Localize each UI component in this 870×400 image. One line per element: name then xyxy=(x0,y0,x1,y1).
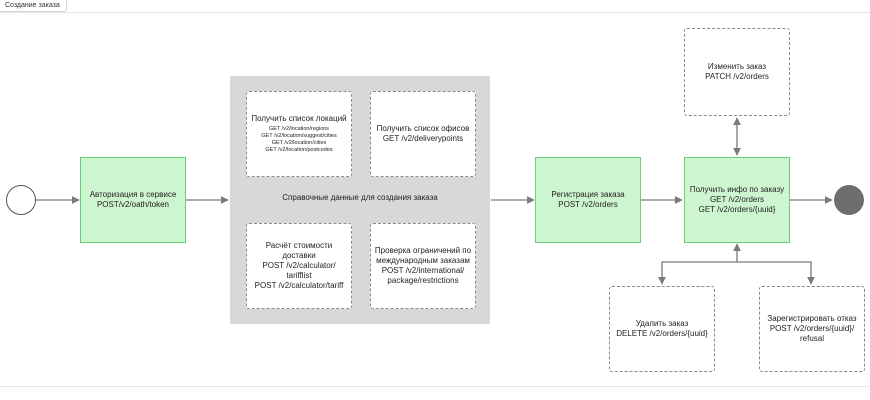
locations-node[interactable]: Получить список локаций GET /v2/location… xyxy=(246,91,352,177)
offices-title: Получить список офисов xyxy=(376,124,470,133)
locations-endpoint: GET /v2/location/suggest/cities xyxy=(261,133,337,139)
end-node xyxy=(834,185,864,215)
edit-order-node[interactable]: Изменить заказ PATCH /v2/orders xyxy=(684,28,790,116)
edge-hub-delete xyxy=(658,261,737,285)
top-bar: Создание заказа xyxy=(0,0,870,13)
locations-endpoint: GET /v2/location/cities xyxy=(271,140,327,146)
start-node xyxy=(6,185,36,215)
frame-title[interactable]: Создание заказа xyxy=(0,0,67,12)
locations-endpoint: GET /v2/location/postcodes xyxy=(265,147,333,153)
locations-endpoint: GET /v2/location/regions xyxy=(268,126,330,132)
register-title: Регистрация заказа xyxy=(551,190,625,199)
intl-endpoint: package/restrictions xyxy=(387,276,459,285)
calculator-endpoint: POST /v2/calculator/ xyxy=(262,261,336,270)
intl-title: Проверка ограничений по xyxy=(374,246,472,255)
auth-endpoint: POST/v2/oath/token xyxy=(96,200,170,209)
info-endpoint: GET /v2/orders/{uuid} xyxy=(698,205,776,214)
intl-endpoint: POST /v2/international/ xyxy=(381,266,465,275)
auth-node[interactable]: Авторизация в сервисе POST/v2/oath/token xyxy=(80,157,186,243)
order-info-node[interactable]: Получить инфо по заказу GET /v2/orders G… xyxy=(684,157,790,243)
info-endpoint: GET /v2/orders xyxy=(709,195,765,204)
locations-title: Получить список локаций xyxy=(251,114,347,123)
intl-title: международным заказам xyxy=(376,256,470,265)
delete-endpoint: DELETE /v2/orders/{uuid} xyxy=(616,329,708,338)
edit-endpoint: PATCH /v2/orders xyxy=(705,72,769,81)
offices-node[interactable]: Получить список офисов GET /v2/deliveryp… xyxy=(370,91,476,177)
intl-restrictions-node[interactable]: Проверка ограничений по международным за… xyxy=(370,223,476,309)
calculator-title: доставки xyxy=(282,251,316,260)
edit-title: Изменить заказ xyxy=(707,62,767,71)
delete-title: Удалить заказ xyxy=(635,319,689,328)
calculator-node[interactable]: Расчёт стоимости доставки POST /v2/calcu… xyxy=(246,223,352,309)
refusal-endpoint: refusal xyxy=(799,334,824,343)
offices-endpoint: GET /v2/deliverypoints xyxy=(382,134,464,143)
group-label: Справочные данные для создания заказа xyxy=(282,193,438,202)
refusal-node[interactable]: Зарегистрировать отказ POST /v2/orders/{… xyxy=(759,286,865,372)
refusal-endpoint: POST /v2/orders/{uuid}/ xyxy=(769,324,855,333)
bottom-divider xyxy=(0,386,870,387)
calculator-endpoint: tarifflist xyxy=(286,271,312,280)
edge-hub-refusal xyxy=(737,261,815,285)
delete-order-node[interactable]: Удалить заказ DELETE /v2/orders/{uuid} xyxy=(609,286,715,372)
calculator-title: Расчёт стоимости xyxy=(265,241,333,250)
info-title: Получить инфо по заказу xyxy=(689,185,785,194)
refusal-title: Зарегистрировать отказ xyxy=(767,314,857,323)
calculator-endpoint: POST /v2/calculator/tariff xyxy=(254,281,344,290)
register-order-node[interactable]: Регистрация заказа POST /v2/orders xyxy=(535,157,641,243)
register-endpoint: POST /v2/orders xyxy=(558,200,618,209)
auth-title: Авторизация в сервисе xyxy=(89,190,177,199)
